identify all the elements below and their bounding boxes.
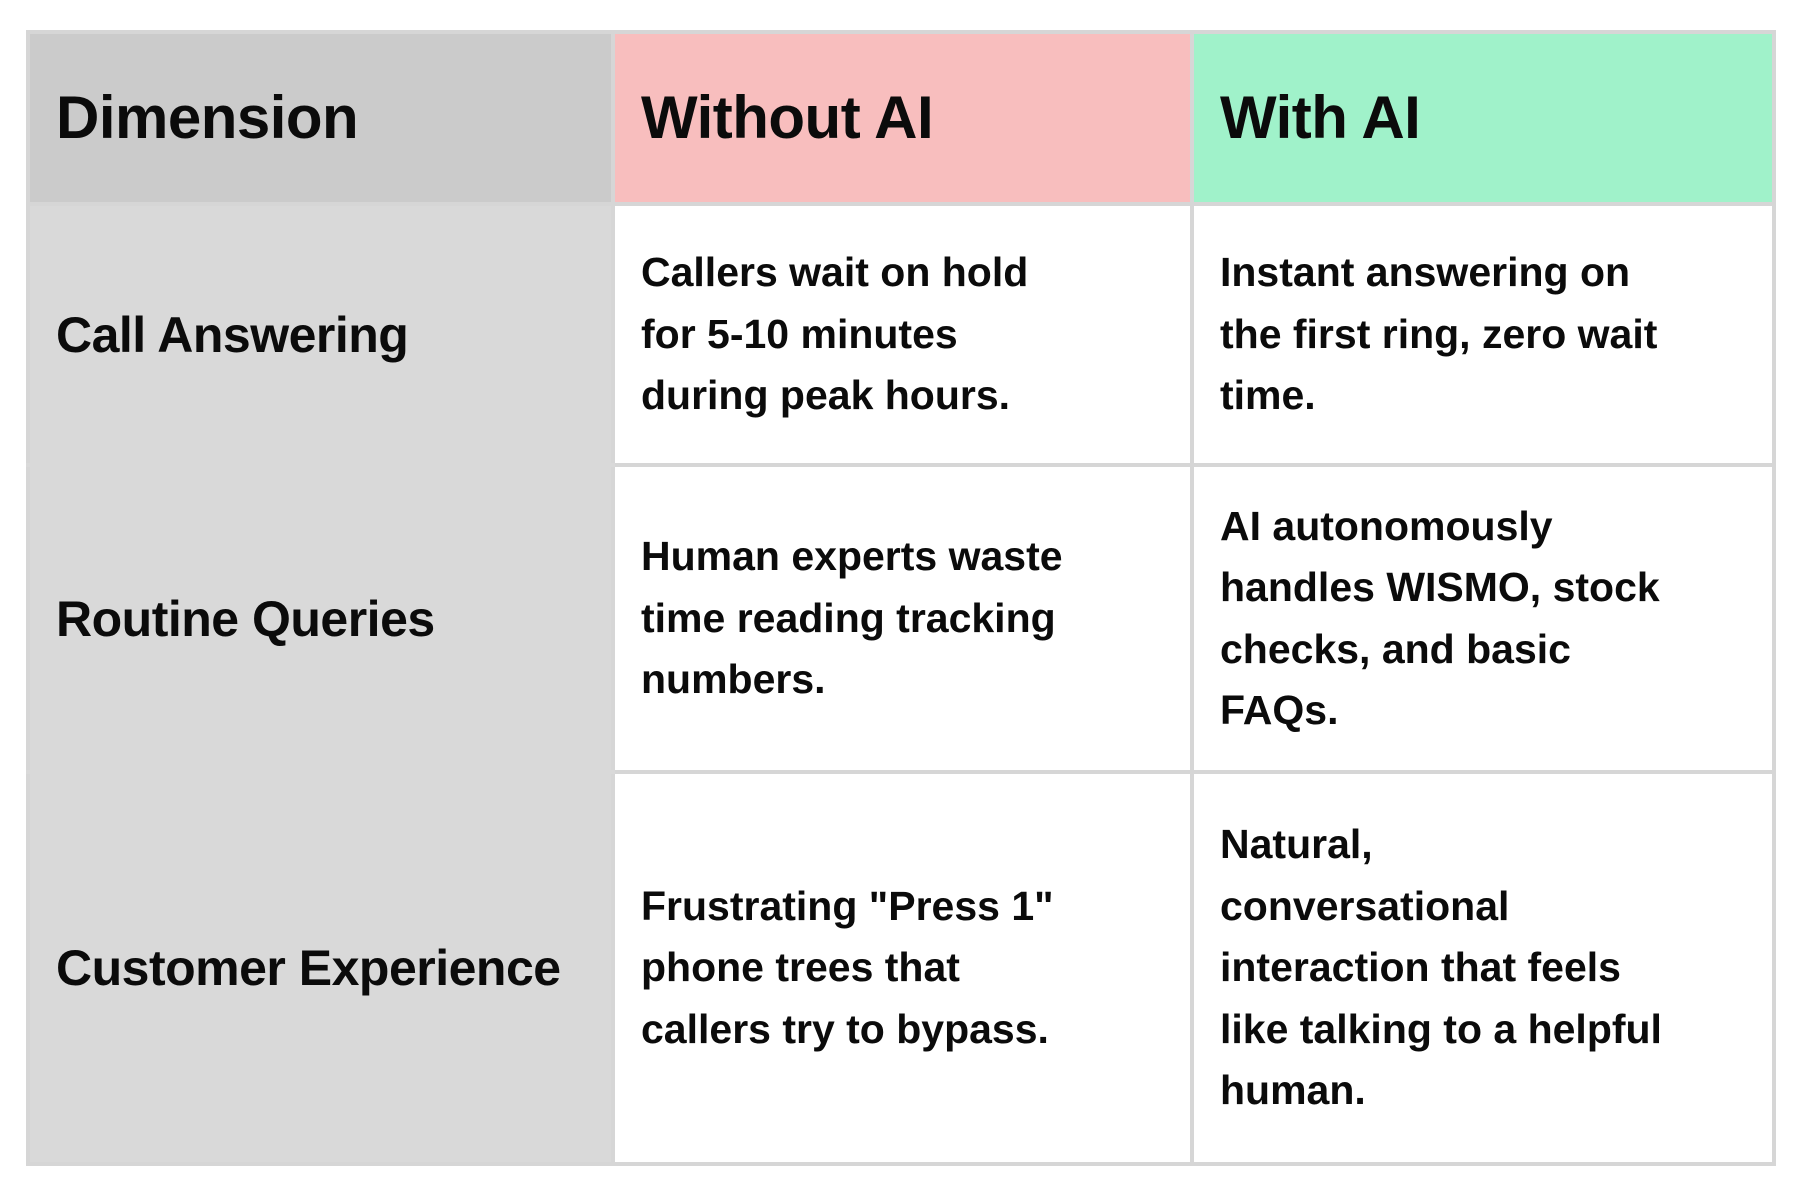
cell-routine-queries-with-ai: AI autonomously handles WISMO, stock che… [1190,463,1776,774]
column-header-dimension: Dimension [26,30,615,206]
header-row: Dimension Without AI With AI [26,30,1776,206]
cell-routine-queries-without-ai: Human experts waste time reading trackin… [611,463,1194,774]
cell-customer-experience-with-ai: Natural, conversational interaction that… [1190,770,1776,1166]
comparison-table: Dimension Without AI With AI Call Answer… [26,30,1776,1166]
cell-call-answering-with-ai: Instant answering on the first ring, zer… [1190,202,1776,467]
column-header-without-ai: Without AI [611,30,1194,206]
table-row: Customer Experience Frustrating "Press 1… [26,770,1776,1166]
table-row: Call Answering Callers wait on hold for … [26,202,1776,467]
cell-call-answering-without-ai: Callers wait on hold for 5-10 minutes du… [611,202,1194,467]
row-label-customer-experience: Customer Experience [26,770,615,1166]
row-label-routine-queries: Routine Queries [26,463,615,774]
column-header-with-ai: With AI [1190,30,1776,206]
row-label-call-answering: Call Answering [26,202,615,467]
cell-customer-experience-without-ai: Frustrating "Press 1" phone trees that c… [611,770,1194,1166]
table-row: Routine Queries Human experts waste time… [26,463,1776,774]
